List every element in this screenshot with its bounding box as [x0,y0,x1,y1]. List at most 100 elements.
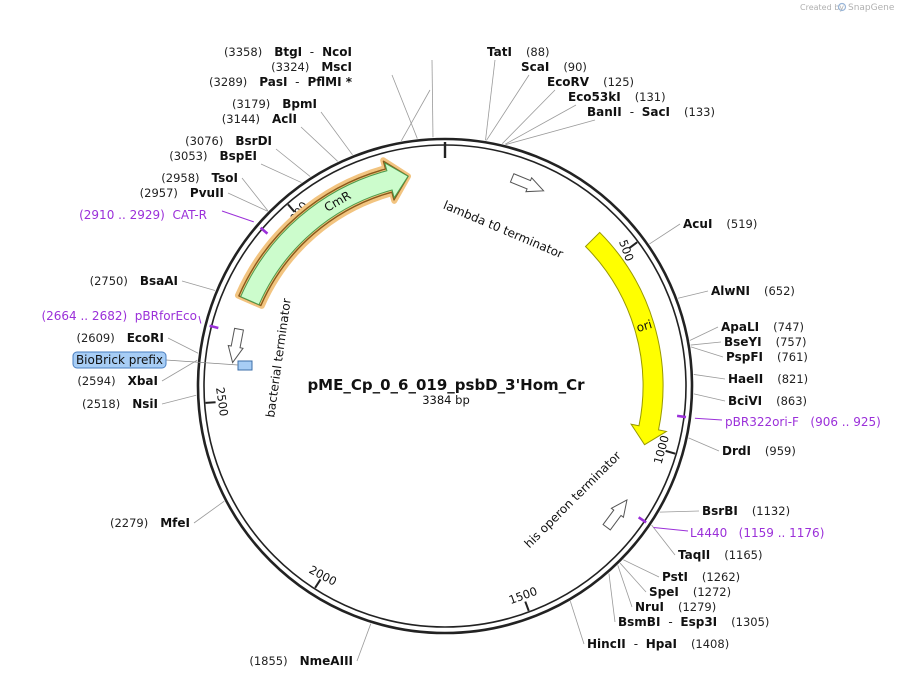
enzyme-position: (1262) [702,570,740,584]
enzyme-name[interactable]: BseYI [724,335,762,349]
enzyme-name[interactable]: AcuI [683,217,712,231]
cat-r-primer-label[interactable]: (2910 .. 2929) CAT-R [79,208,207,222]
enzyme-site-bcivi[interactable]: BciVI(863) [728,394,807,408]
enzyme-site-nrui[interactable]: NruI(1279) [635,600,716,614]
enzyme-site-tati[interactable]: TatI(88) [487,45,550,59]
enzyme-name[interactable]: NmeAIII [300,654,353,668]
biobrick-prefix-block[interactable] [237,360,253,371]
enzyme-name[interactable]: SpeI [649,585,679,599]
pbr322ori-f-primer-label[interactable]: pBR322ori-F (906 .. 925) [725,415,881,429]
enzyme-site-bspei[interactable]: BspEI (3053) [169,149,257,163]
enzyme-name[interactable]: BtgI [274,45,302,59]
enzyme-leader-alwni [677,290,709,299]
enzyme-site-tsoi[interactable]: TsoI (2958) [161,171,238,185]
enzyme-site-drdi[interactable]: DrdI(959) [722,444,796,458]
enzyme-name[interactable]: NruI [635,600,664,614]
enzyme-site-bsrdi[interactable]: BsrDI(3076) [185,134,272,148]
enzyme-name[interactable]: EcoRI [127,331,164,345]
enzyme-site-bseyi[interactable]: BseYI(757) [724,335,807,349]
biobrick-prefix-callout[interactable] [72,351,167,369]
l4440-primer-mark[interactable] [637,516,647,524]
enzyme-name[interactable]: BpmI [282,97,317,111]
enzyme-site-bsmbi-esp3i[interactable]: BsmBI-Esp3I(1305) [618,615,769,629]
enzyme-name[interactable]: TatI [487,45,512,59]
enzyme-site-ecorv[interactable]: EcoRV(125) [547,75,634,89]
enzyme-name[interactable]: MfeI [160,516,190,530]
cat-r-primer-mark[interactable] [259,226,269,235]
enzyme-site-haeii[interactable]: HaeII(821) [728,372,808,386]
enzyme-site-alwni[interactable]: AlwNI(652) [711,284,795,298]
enzyme-position: (3053) [169,149,207,163]
pbr322ori-f-primer-mark[interactable] [676,414,687,419]
bacterial-terminator-arrow[interactable] [227,327,245,364]
enzyme-name[interactable]: Eco53kI [568,90,621,104]
enzyme-site-pasi-pflmi[interactable]: PflMI *-PasI(3289) [209,75,353,89]
enzyme-site-pvuii[interactable]: PvuII(2957) [140,186,224,200]
enzyme-site-taqii[interactable]: TaqII(1165) [678,548,763,562]
enzyme-name[interactable]: BciVI [728,394,762,408]
enzyme-site-scai[interactable]: ScaI(90) [521,60,587,74]
enzyme-site-nsii[interactable]: NsiI(2518) [82,397,158,411]
enzyme-name[interactable]: EcoRV [547,75,590,89]
enzyme-name[interactable]: HpaI [646,637,677,651]
enzyme-site-btgi-ncoi[interactable]: NcoI-BtgI(3358) [224,45,352,59]
his-operon-terminator-arrow[interactable] [602,498,628,531]
enzyme-name[interactable]: AclI [272,112,297,126]
enzyme-name[interactable]: XbaI [128,374,158,388]
enzyme-site-mfei[interactable]: MfeI(2279) [110,516,190,530]
enzyme-name[interactable]: BanII [587,105,622,119]
ori-feature-arrow[interactable] [584,231,668,446]
enzyme-site-eco53ki[interactable]: Eco53kI(131) [568,90,666,104]
enzyme-leader-scai [486,74,530,141]
enzyme-leader-bsrbi [659,510,700,513]
enzyme-site-pspfi[interactable]: PspFI(761) [726,350,808,364]
enzyme-name[interactable]: PvuII [190,186,224,200]
enzyme-site-xbai[interactable]: XbaI (2594) [77,374,158,388]
enzyme-site-spei[interactable]: SpeI(1272) [649,585,731,599]
enzyme-name[interactable]: ScaI [521,60,549,74]
enzyme-name[interactable]: ApaLI [721,320,759,334]
enzyme-name[interactable]: BsrDI [235,134,272,148]
enzyme-position: (2958) [161,171,199,185]
enzyme-name[interactable]: NcoI [322,45,352,59]
enzyme-separator: - [668,615,672,629]
enzyme-name[interactable]: BsrBI [702,504,738,518]
enzyme-site-banii-saci[interactable]: BanII-SacI(133) [587,105,715,119]
cmr-feature-arrow[interactable] [240,161,409,306]
enzyme-name[interactable]: PstI [662,570,688,584]
enzyme-leader-ecori [167,337,199,354]
pbrforeco-primer-label[interactable]: (2664 .. 2682) pBRforEco [41,309,197,323]
enzyme-name[interactable]: SacI [642,105,670,119]
enzyme-site-bpmi[interactable]: BpmI(3179) [232,97,317,111]
enzyme-name[interactable]: TsoI [212,171,238,185]
enzyme-name[interactable]: BsaAI [140,274,178,288]
enzyme-name[interactable]: BspEI [219,149,257,163]
enzyme-site-msci[interactable]: MscI(3324) [271,60,352,74]
enzyme-leader-mfei [193,500,225,524]
enzyme-site-nmeaiii[interactable]: NmeAIII(1855) [249,654,353,668]
pbrforeco-primer-mark[interactable] [209,324,219,330]
lambda-t0-terminator-arrow[interactable] [509,173,545,193]
enzyme-site-acli[interactable]: AclI(3144) [222,112,297,126]
enzyme-name[interactable]: HincII [587,637,626,651]
l4440-primer-label[interactable]: L4440 (1159 .. 1176) [690,526,824,540]
enzyme-site-psti[interactable]: PstI (1262) [662,570,740,584]
enzyme-position: (2594) [77,374,115,388]
enzyme-name[interactable]: PasI [259,75,287,89]
enzyme-name[interactable]: PflMI * [307,75,352,89]
enzyme-name[interactable]: NsiI [132,397,158,411]
enzyme-name[interactable]: HaeII [728,372,763,386]
enzyme-site-ecori[interactable]: EcoRI(2609) [76,331,164,345]
enzyme-site-apali[interactable]: ApaLI(747) [721,320,804,334]
enzyme-site-bsrbi[interactable]: BsrBI(1132) [702,504,790,518]
enzyme-name[interactable]: BsmBI [618,615,660,629]
enzyme-site-hincii-hpai[interactable]: HincII-HpaI(1408) [587,637,729,651]
enzyme-site-bsaai[interactable]: BsaAI(2750) [90,274,178,288]
enzyme-name[interactable]: TaqII [678,548,710,562]
enzyme-name[interactable]: MscI [321,60,352,74]
enzyme-name[interactable]: Esp3I [680,615,717,629]
enzyme-site-acui[interactable]: AcuI(519) [683,217,757,231]
enzyme-name[interactable]: PspFI [726,350,763,364]
enzyme-name[interactable]: DrdI [722,444,751,458]
enzyme-name[interactable]: AlwNI [711,284,750,298]
